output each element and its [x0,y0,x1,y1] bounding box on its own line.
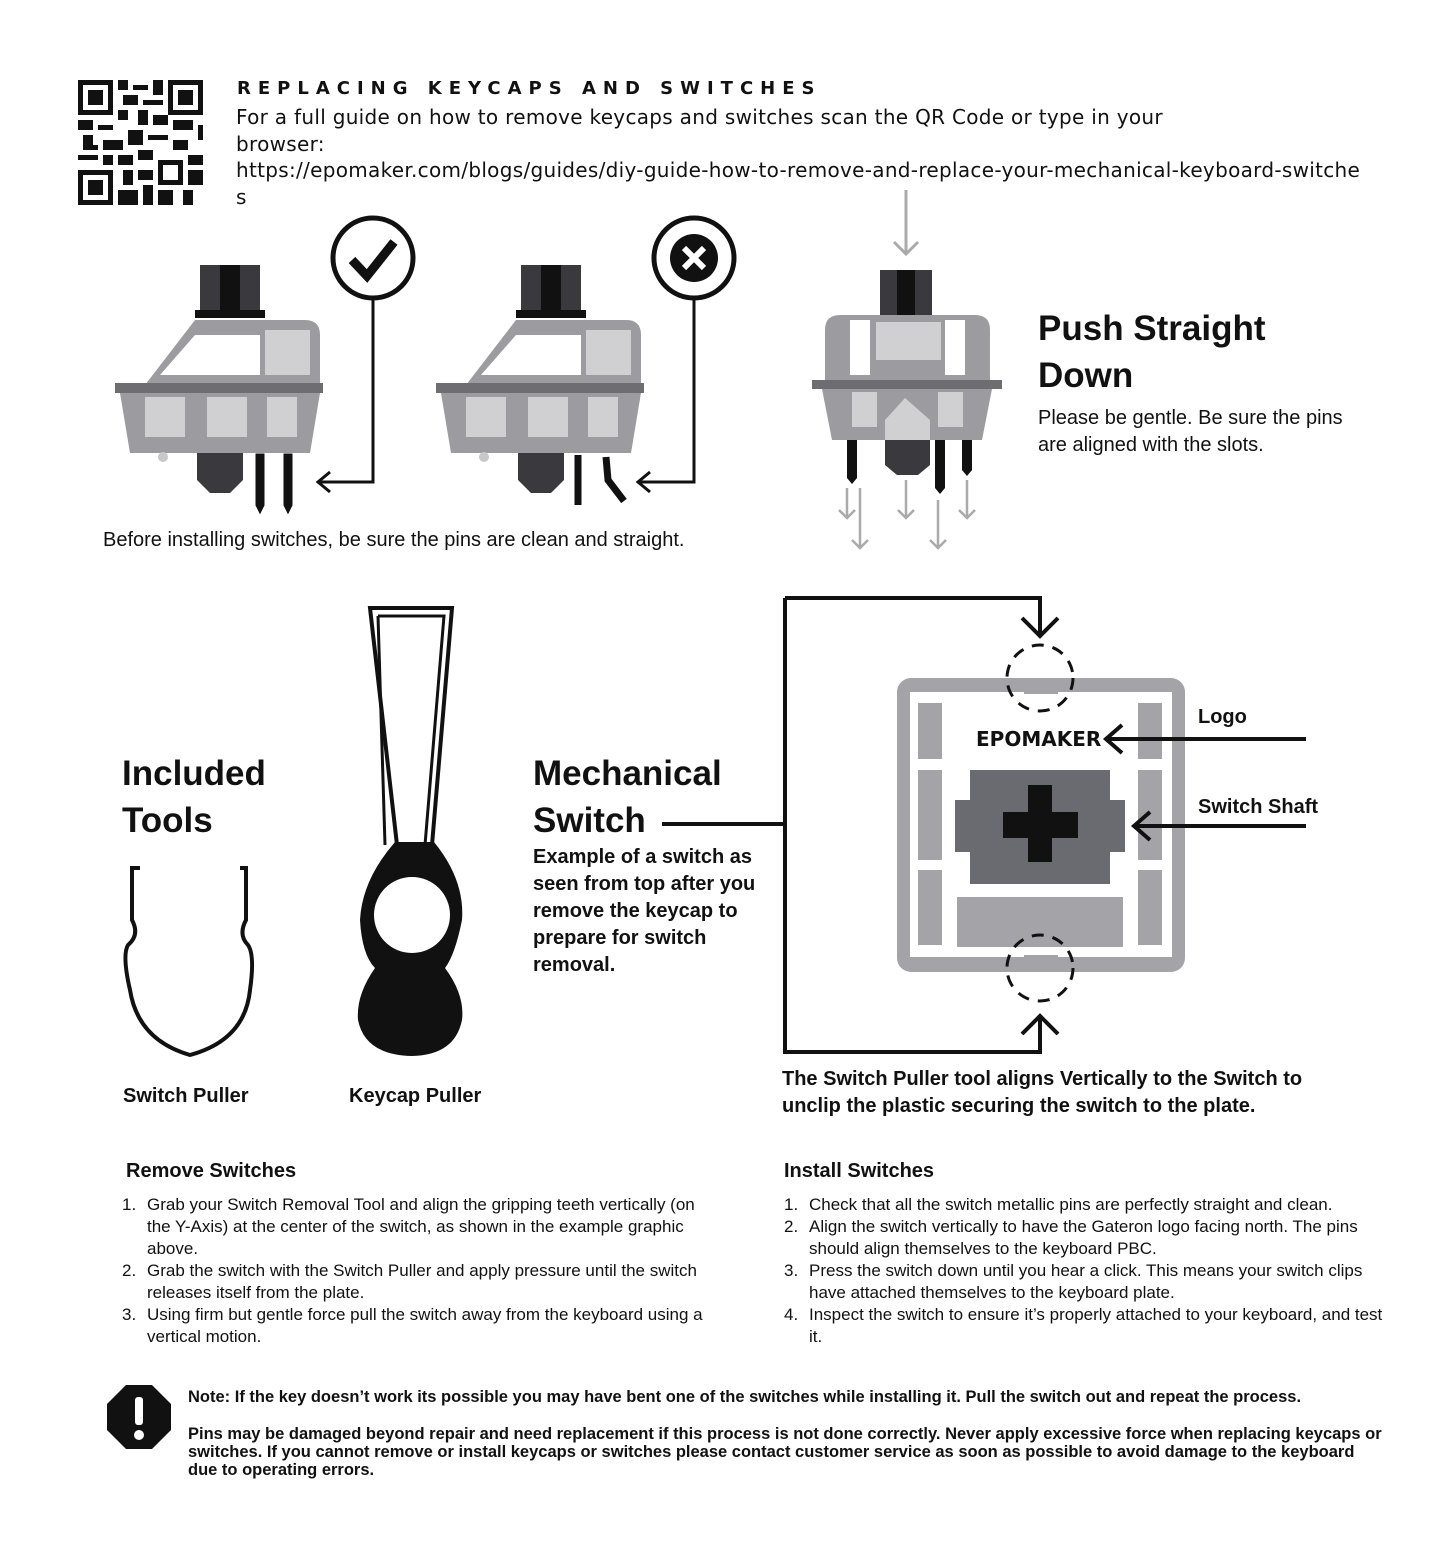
logo-label: Logo [1198,706,1247,728]
tools-title-line: Included [122,754,266,793]
remove-title: Remove Switches [126,1160,297,1182]
push-title: Push Straight Down [1038,305,1266,399]
install-title: Install Switches [784,1160,935,1182]
tools-title: Included Tools [122,750,266,844]
install-steps: 1.Check that all the switch metallic pin… [784,1194,1394,1348]
intro-sentence: For a full guide on how to remove keycap… [236,105,1163,156]
intro-text: For a full guide on how to remove keycap… [236,104,1386,210]
list-item: 2.Align the switch vertically to have th… [784,1217,1358,1258]
list-item: 1.Check that all the switch metallic pin… [784,1195,1333,1214]
list-item: 3.Press the switch down until you hear a… [784,1261,1363,1302]
keycap-puller-icon [357,606,463,1056]
warning-icon [107,1385,171,1449]
puller-caption: The Switch Puller tool aligns Vertically… [782,1068,1303,1117]
epomaker-logo: EPOMAKER [976,727,1102,751]
keycap-puller-label: Keycap Puller [349,1085,482,1107]
guide-url[interactable]: https://epomaker.com/blogs/guides/diy-gu… [236,158,1361,209]
pins-caption: Before installing switches, be sure the … [103,529,685,551]
push-text: Please be gentle. Be sure the pins are a… [1038,407,1343,456]
remove-steps: 1.Grab your Switch Removal Tool and alig… [122,1194,707,1348]
tools-title-line: Tools [122,801,213,840]
list-item: 1.Grab your Switch Removal Tool and alig… [122,1195,695,1258]
mech-text: Example of a switch as seen from top aft… [533,846,756,976]
push-title-line: Push Straight [1038,309,1266,348]
switch-top-view [662,596,1306,1054]
note-line2: Pins may be damaged beyond repair and ne… [188,1425,1382,1479]
qr-code [78,80,203,205]
page-title: REPLACING KEYCAPS AND SWITCHES [237,78,822,99]
switch-puller-label: Switch Puller [123,1085,249,1107]
list-item: 4.Inspect the switch to ensure it’s prop… [784,1305,1383,1346]
mech-title: Mechanical Switch [533,750,722,844]
note-line1: Note: If the key doesn’t work its possib… [188,1388,1302,1406]
shaft-label: Switch Shaft [1198,796,1319,818]
push-title-line: Down [1038,356,1134,395]
pins-illustration [115,190,1002,550]
switch-puller-icon [123,866,255,1058]
list-item: 3.Using firm but gentle force pull the s… [122,1305,703,1346]
list-item: 2.Grab the switch with the Switch Puller… [122,1261,697,1302]
mech-title-line: Switch [533,801,646,840]
mech-title-line: Mechanical [533,754,722,793]
